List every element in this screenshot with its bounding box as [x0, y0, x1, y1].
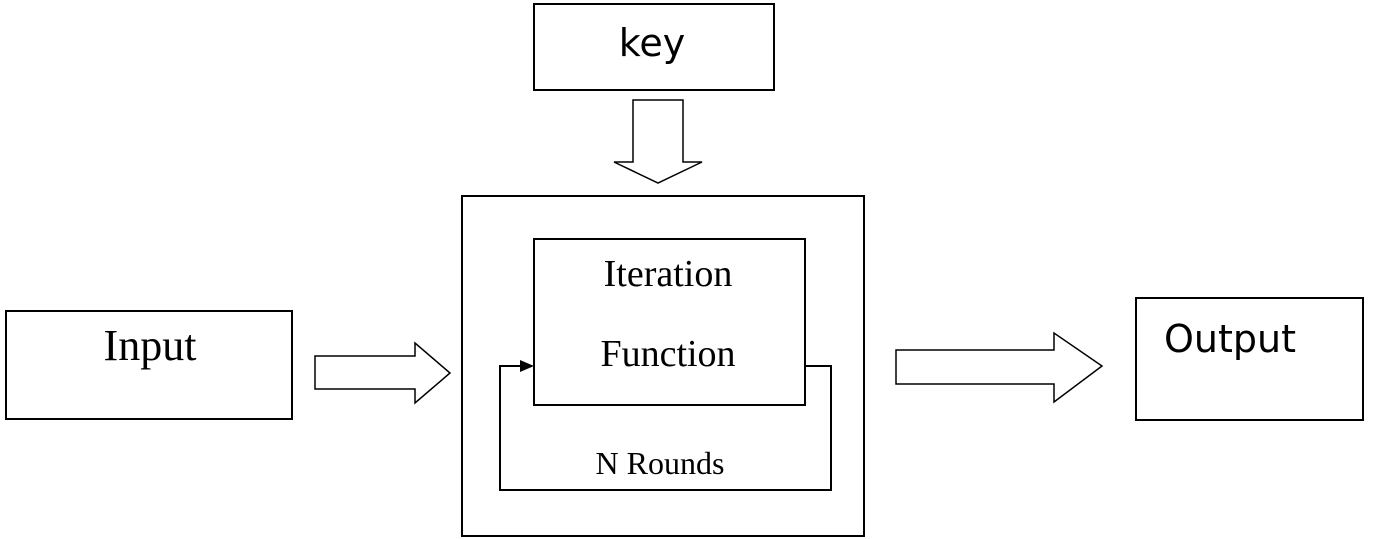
rounds-label: N Rounds — [596, 445, 725, 481]
output-right-arrow — [895, 331, 1104, 404]
key-label: key — [619, 21, 686, 65]
key-block: key — [533, 3, 775, 91]
input-right-arrow — [314, 341, 452, 405]
output-box — [1135, 297, 1364, 421]
input-box — [5, 310, 293, 420]
key-box — [533, 3, 775, 91]
input-block: Input — [5, 310, 293, 420]
iteration-function-block: Iteration Function — [533, 238, 806, 406]
function-label: Function — [600, 333, 735, 375]
rounds-loop-arrowhead — [520, 360, 534, 372]
input-label: Input — [104, 321, 197, 370]
iteration-function-box — [533, 238, 806, 406]
key-down-arrow — [613, 99, 703, 184]
output-block: Output — [1135, 297, 1364, 421]
output-label: Output — [1164, 317, 1296, 361]
rounds-loop-line — [499, 365, 832, 491]
iteration-label: Iteration — [604, 253, 733, 295]
